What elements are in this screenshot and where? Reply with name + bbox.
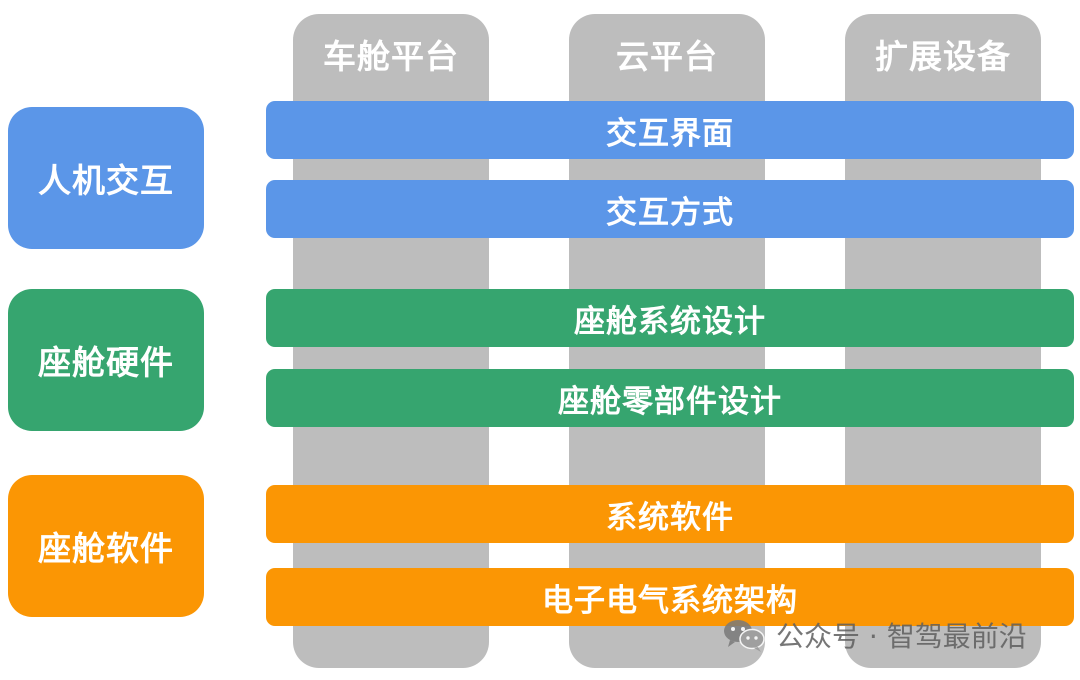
bar-cockpit-system-design: 座舱系统设计 [266, 289, 1074, 347]
bar-cockpit-component-design: 座舱零部件设计 [266, 369, 1074, 427]
watermark-text: 公众号 · 智驾最前沿 [776, 620, 1027, 653]
bar-interaction-interface: 交互界面 [266, 101, 1074, 159]
bar-interaction-method: 交互方式 [266, 180, 1074, 238]
column-label: 扩展设备 [875, 37, 1011, 76]
category-cockpit-hardware: 座舱硬件 [8, 289, 204, 431]
wechat-icon [722, 617, 766, 653]
column-label: 车舱平台 [323, 37, 459, 76]
bar-system-software: 系统软件 [266, 485, 1074, 543]
bar-ee-architecture: 电子电气系统架构 [266, 568, 1074, 626]
watermark: 公众号 · 智驾最前沿 [722, 612, 1027, 658]
category-human-machine-interaction: 人机交互 [8, 107, 204, 249]
column-label: 云平台 [616, 37, 718, 76]
category-cockpit-software: 座舱软件 [8, 475, 204, 617]
